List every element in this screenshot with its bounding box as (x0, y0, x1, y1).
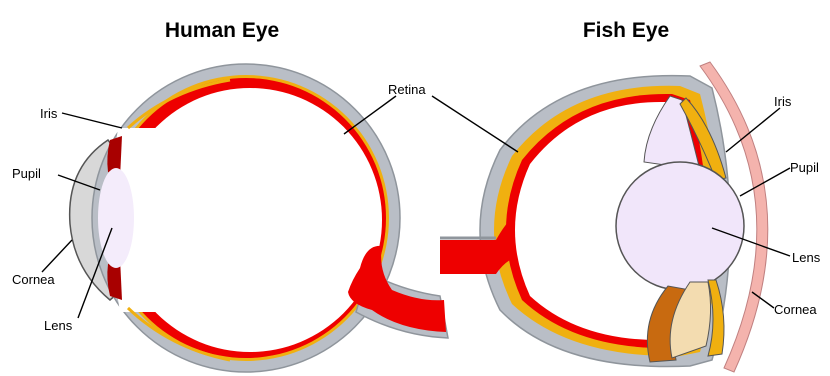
fish-eye-diagram: Fish Eye Iris Pupil Lens C (432, 19, 821, 372)
fish-lens (616, 162, 744, 290)
human-eye-diagram: Human Eye Iris Pupil Cornea (12, 19, 448, 372)
human-iris-label: Iris (40, 106, 58, 121)
fish-iris-label: Iris (774, 94, 792, 109)
fish-lens-label: Lens (792, 250, 821, 265)
human-iris-leader (62, 113, 122, 128)
fish-cornea-label: Cornea (774, 302, 817, 317)
human-lens-label: Lens (44, 318, 73, 333)
fish-pupil-label: Pupil (790, 160, 819, 175)
human-pupil-label: Pupil (12, 166, 41, 181)
human-retina-label: Retina (388, 82, 426, 97)
human-cornea-leader (42, 240, 72, 272)
human-lens (98, 168, 134, 268)
human-eye-title: Human Eye (165, 19, 279, 42)
human-cornea-label: Cornea (12, 272, 55, 287)
fish-eye-title: Fish Eye (583, 19, 669, 42)
fish-retina-leader (432, 96, 518, 152)
human-eye-interior (118, 88, 382, 352)
